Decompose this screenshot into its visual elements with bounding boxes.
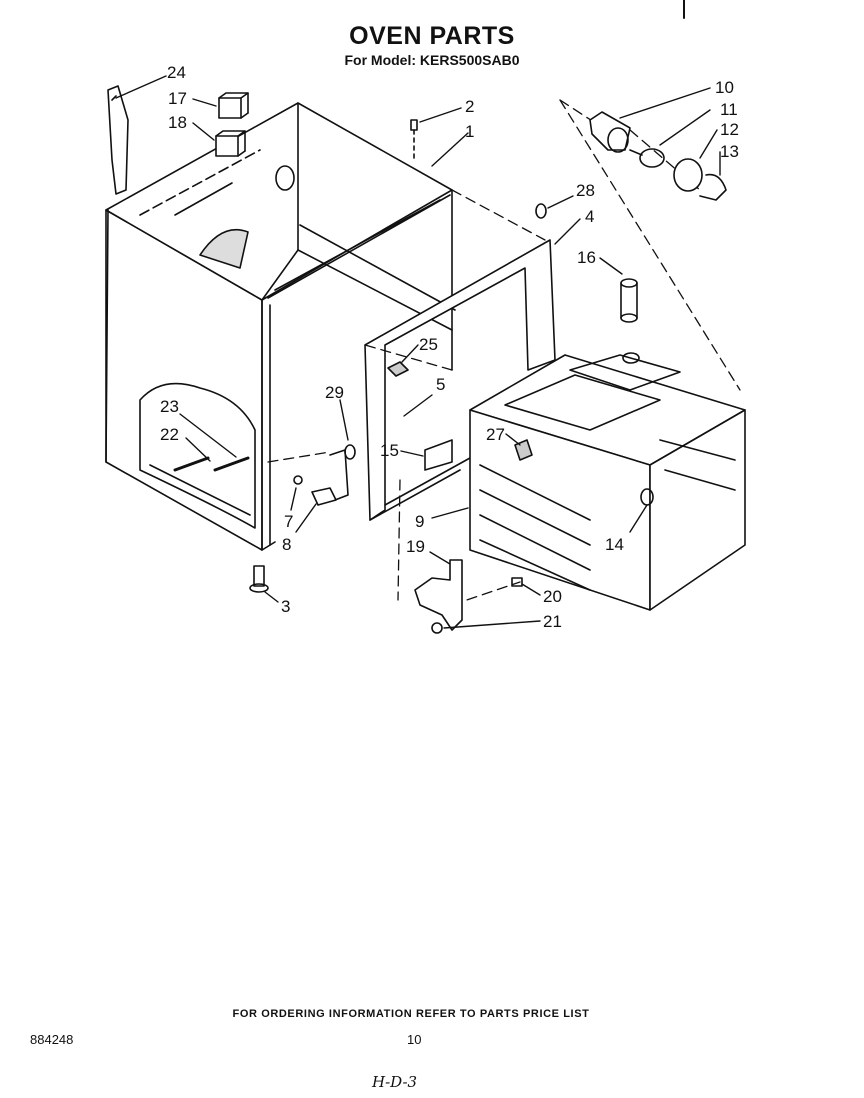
part-label-29: 29 [325, 383, 344, 402]
part-label-7: 7 [284, 512, 293, 531]
part-label-1: 1 [465, 122, 474, 141]
part-label-18: 18 [168, 113, 187, 132]
part-label-21: 21 [543, 612, 562, 631]
model-subtitle: For Model: KERS500SAB0 [344, 52, 520, 68]
part-label-11: 11 [720, 100, 738, 119]
part-label-2: 2 [465, 97, 474, 116]
page-title: OVEN PARTS [349, 22, 515, 50]
part-label-19: 19 [406, 537, 425, 556]
part-29-plug-drawing [344, 444, 356, 460]
part-15-block-drawing [424, 439, 453, 471]
part-label-10: 10 [715, 78, 734, 97]
part-label-23: 23 [160, 397, 179, 416]
part-4-front-frame-drawing [364, 239, 556, 521]
document-number: 884248 [30, 1032, 74, 1047]
oven-cabinet-drawing [105, 102, 456, 551]
part-2-screw-drawing [410, 119, 418, 161]
part-20-screw-drawing [511, 577, 523, 587]
part-label-17: 17 [168, 89, 187, 108]
part-label-27: 27 [486, 425, 505, 444]
part-label-15: 15 [380, 441, 399, 460]
part-28-clip-drawing [535, 203, 547, 219]
part-8-bracket-drawing [293, 449, 349, 506]
light-socket-assembly-drawing [589, 111, 727, 201]
part-17-block-drawing [218, 92, 249, 119]
part-number-labels: 24 17 18 2 1 10 11 12 13 28 4 16 25 5 29… [160, 63, 739, 631]
part-25-grommet-drawing [387, 361, 409, 377]
part-label-14: 14 [605, 535, 624, 554]
part-label-16: 16 [577, 248, 596, 267]
part-label-24: 24 [167, 63, 186, 82]
insulation-cutaway-drawing [139, 382, 256, 529]
part-16-tube-drawing [620, 278, 638, 323]
part-21-nut-drawing [431, 622, 443, 634]
part-label-5: 5 [436, 375, 445, 394]
part-18-block-drawing [215, 130, 246, 157]
part-label-9: 9 [415, 512, 424, 531]
ordering-info-note: FOR ORDERING INFORMATION REFER TO PARTS … [232, 1008, 590, 1020]
part-label-22: 22 [160, 425, 179, 444]
part-label-28: 28 [576, 181, 595, 200]
part-3-foot-drawing [249, 565, 269, 593]
part-label-20: 20 [543, 587, 562, 606]
part-label-8: 8 [282, 535, 291, 554]
part-label-4: 4 [585, 207, 594, 226]
part-label-13: 13 [720, 142, 739, 161]
part-19-hinge-drawing [414, 559, 463, 631]
handwritten-mark: H-D-3 [372, 1073, 418, 1091]
page-number: 10 [407, 1032, 422, 1047]
part-label-25: 25 [419, 335, 438, 354]
assembly-guide-lines [267, 99, 741, 606]
part-9-oven-liner-drawing [469, 352, 746, 611]
part-label-3: 3 [281, 597, 290, 616]
part-24-strip-drawing [107, 85, 129, 195]
leader-lines [115, 75, 721, 629]
part-label-12: 12 [720, 120, 739, 139]
